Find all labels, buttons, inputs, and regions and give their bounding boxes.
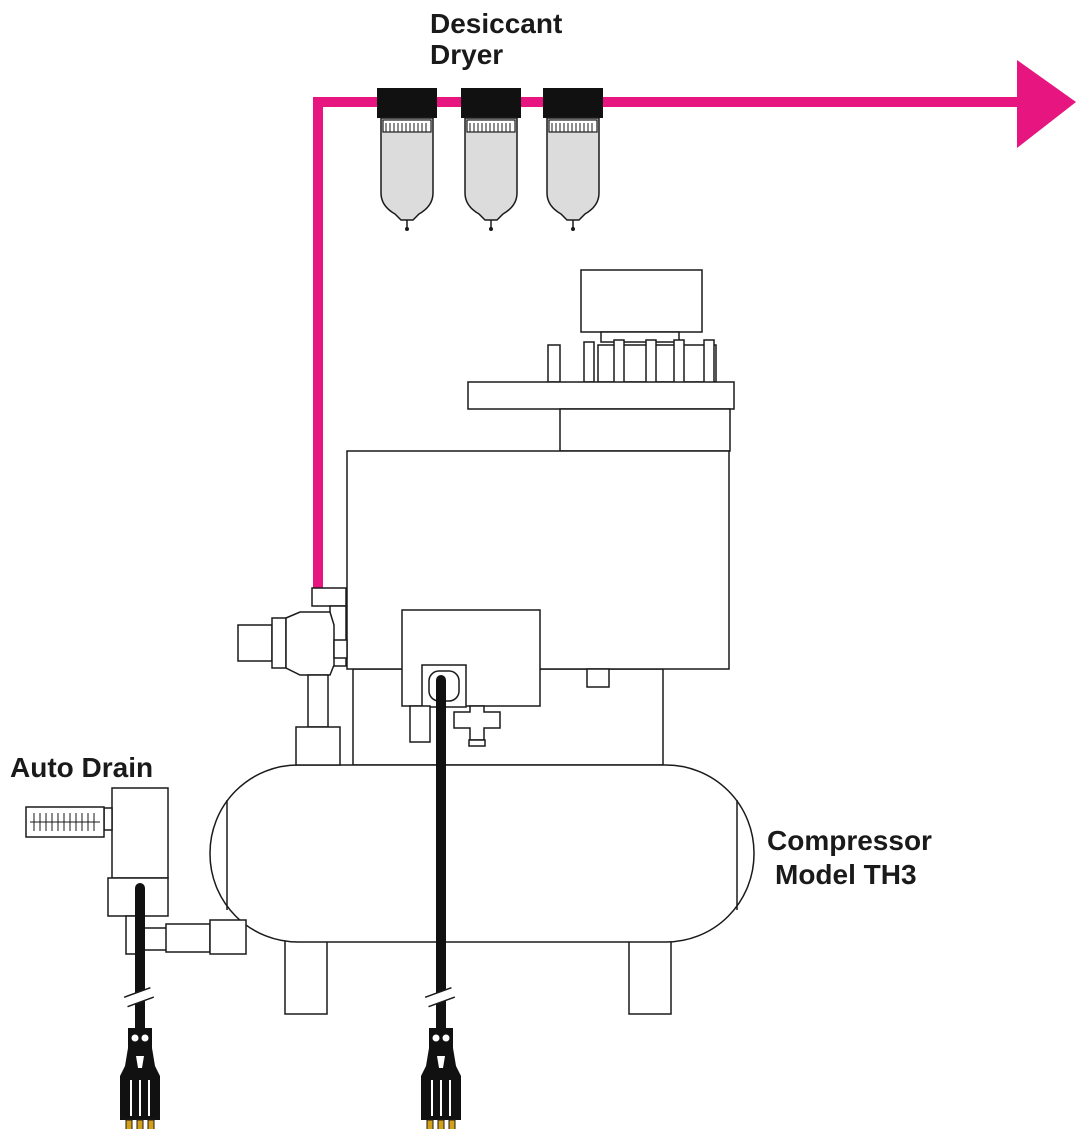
compressor-label-line1: Compressor [767, 825, 932, 856]
compressor-label-line2: Model TH3 [775, 859, 917, 890]
plug-icon [119, 1027, 161, 1134]
arrow-right-icon [1017, 60, 1076, 148]
power-cords [119, 675, 462, 1134]
outlet-valve [237, 587, 348, 766]
desiccant-dryer-label: Desiccant Dryer [430, 8, 562, 70]
auto-drain-label: Auto Drain [10, 752, 154, 783]
desiccant-dryer [376, 87, 604, 232]
desiccant-dryer-label-line2: Dryer [430, 39, 504, 70]
dryer-filter-3 [542, 87, 604, 232]
plug-icon [420, 1027, 462, 1134]
auto-drain [25, 787, 247, 955]
compressor-motor [346, 450, 730, 766]
compressor-head [467, 269, 735, 452]
compressor-tank [209, 764, 755, 1015]
dryer-filter-1 [376, 87, 438, 232]
desiccant-dryer-label-line1: Desiccant [430, 8, 563, 39]
dryer-filter-2 [460, 87, 522, 232]
air-line [313, 60, 1076, 592]
